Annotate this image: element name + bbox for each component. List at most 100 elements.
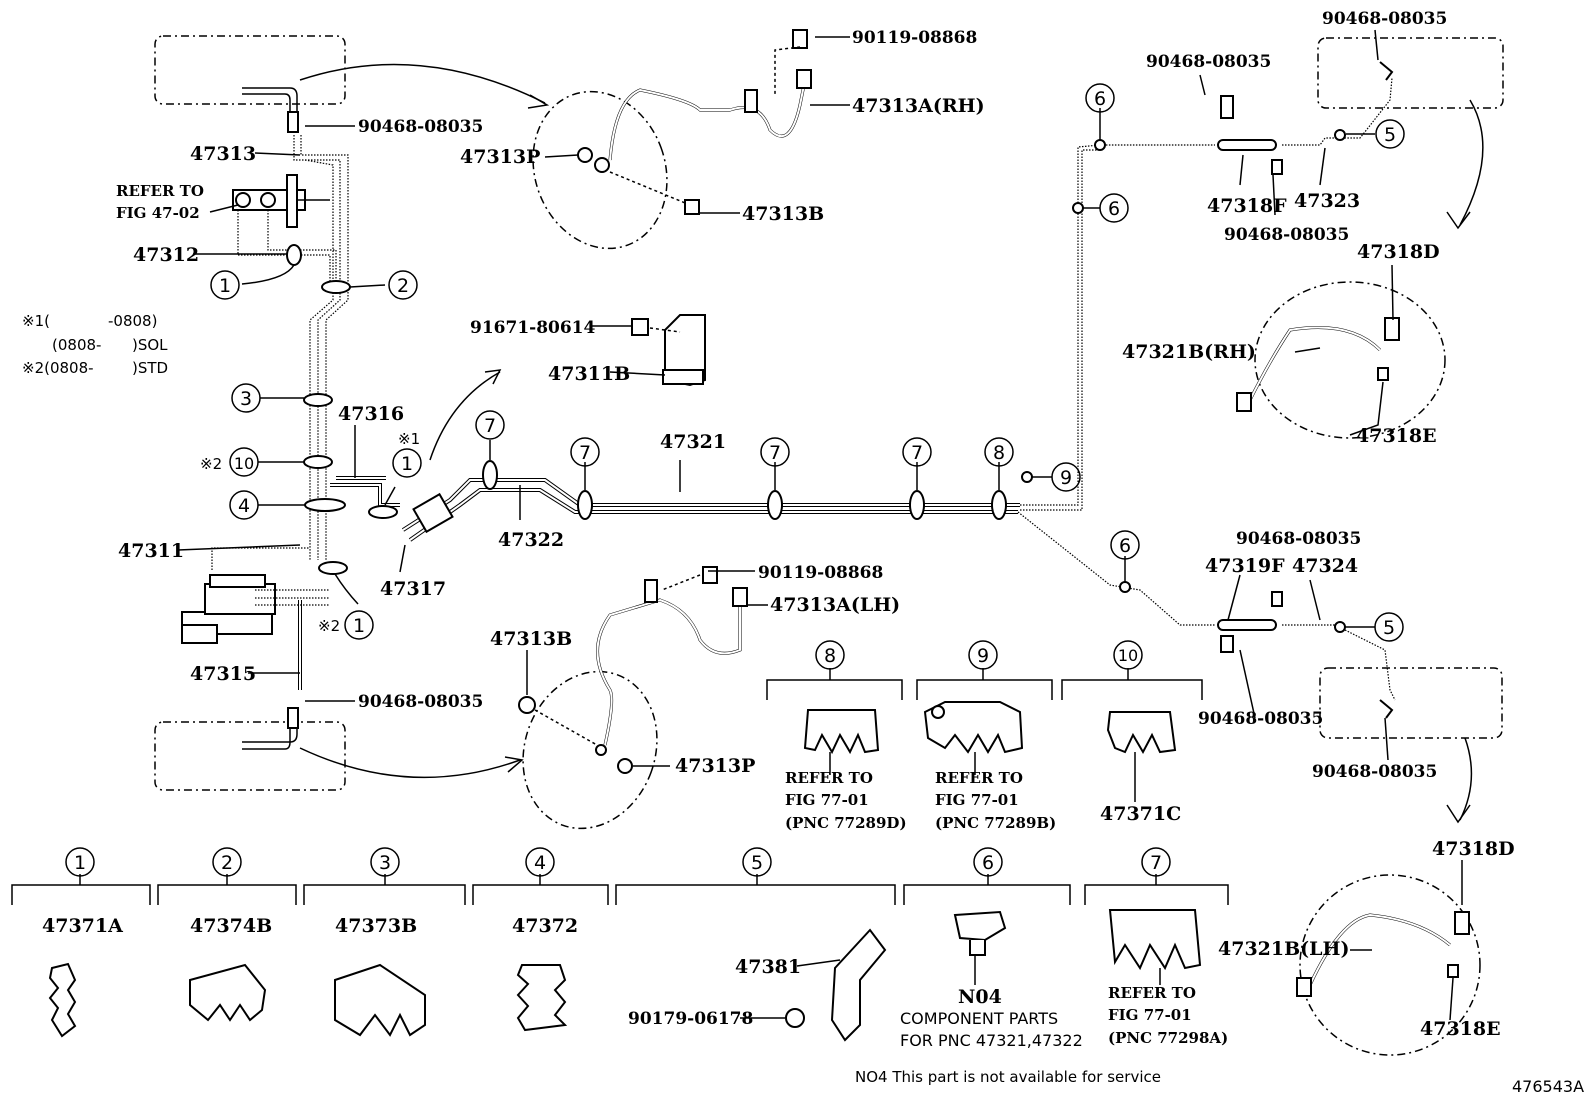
legend-row — [11, 874, 1229, 1042]
group-7-label: 7 — [1150, 852, 1162, 874]
label-90119-mid: 90119-08868 — [758, 563, 883, 583]
refer-77298a-line1: REFER TO — [1108, 984, 1196, 1002]
refer-77298a-line2: FIG 77-01 — [1108, 1006, 1192, 1024]
label-47313a-rh: 47313A(RH) — [852, 95, 985, 117]
front-hose-rh-group — [532, 29, 812, 250]
label-47318e-top: 47318E — [1356, 425, 1437, 447]
label-90468-c: 90468-08035 — [1146, 52, 1271, 72]
refer-77289d-line1: REFER TO — [785, 769, 873, 787]
part-labels: 90119-08868 47313A(RH) 47313P 47313B 904… — [22, 9, 1584, 1096]
label-47316: 47316 — [338, 403, 404, 425]
refer-47-02-line1: REFER TO — [116, 182, 204, 200]
label-47381: 47381 — [735, 956, 801, 978]
label-47318d-top: 47318D — [1357, 241, 1440, 263]
callout-10: 10 — [234, 454, 254, 473]
clip-groups-upper — [766, 668, 1203, 802]
diagram-code: 476543A — [1512, 1077, 1584, 1096]
group-6-label: 6 — [982, 852, 994, 874]
callout-6a: 6 — [1094, 88, 1106, 110]
label-47371a: 47371A — [42, 915, 123, 937]
refer-77289b-line3: (PNC 77289B) — [935, 814, 1056, 832]
callout-6c: 6 — [1119, 535, 1131, 557]
label-47319f: 47319F — [1205, 555, 1285, 577]
label-47374b: 47374B — [190, 915, 272, 937]
footnote: NO4 This part is not available for servi… — [855, 1068, 1161, 1086]
group-2-label: 2 — [221, 852, 233, 874]
label-47323: 47323 — [1294, 190, 1360, 212]
callout-5a: 5 — [1384, 124, 1396, 146]
group-4-label: 4 — [534, 852, 546, 874]
callout-7c: 7 — [769, 442, 781, 464]
refer-47-02-line2: FIG 47-02 — [116, 204, 200, 222]
label-47311: 47311 — [118, 540, 184, 562]
callout-7b: 7 — [579, 442, 591, 464]
label-47318f: 47318F — [1207, 195, 1287, 217]
callout-1b: 1 — [401, 453, 413, 475]
circled-markers: 1 2 3 10 4 1 1 7 7 7 7 8 9 6 6 6 5 5 8 9… — [65, 83, 1405, 877]
note-1-range: -0808) — [108, 312, 157, 330]
note-2-code: )STD — [132, 359, 168, 377]
label-90468-d: 90468-08035 — [1322, 9, 1447, 29]
callout-4: 4 — [238, 495, 250, 517]
label-90468-b: 90468-08035 — [358, 692, 483, 712]
label-90119-top: 90119-08868 — [852, 28, 977, 48]
label-91671: 91671-80614 — [470, 318, 596, 338]
label-90468-a: 90468-08035 — [358, 117, 483, 137]
refer-77289b-line1: REFER TO — [935, 769, 1023, 787]
mark-x1: ※1 — [398, 430, 420, 448]
group-3-label: 3 — [379, 852, 391, 874]
refer-77298a-line3: (PNC 77298A) — [1108, 1029, 1228, 1047]
note-1b-code: )SOL — [132, 336, 168, 354]
label-47313b-bot: 47313B — [490, 628, 572, 650]
callout-3: 3 — [240, 388, 252, 410]
callout-2: 2 — [397, 275, 409, 297]
group-9-label: 9 — [977, 645, 989, 667]
group-5-label: 5 — [751, 852, 763, 874]
front-hose-lh-group — [518, 566, 748, 830]
label-47322: 47322 — [498, 529, 564, 551]
callout-7d: 7 — [911, 442, 923, 464]
upper-right-hose-group — [1217, 37, 1504, 439]
label-47318d-bot: 47318D — [1432, 838, 1515, 860]
label-90468-g: 90468-08035 — [1198, 709, 1323, 729]
mark-x2b: ※2 — [318, 617, 340, 635]
label-47312: 47312 — [133, 244, 199, 266]
callout-8: 8 — [993, 442, 1005, 464]
label-47311b: 47311B — [548, 363, 630, 385]
main-tube-run — [401, 139, 1215, 626]
note-1b-range: (0808- — [52, 336, 101, 354]
label-47324: 47324 — [1292, 555, 1358, 577]
callout-7a: 7 — [484, 415, 496, 437]
callout-6b: 6 — [1108, 198, 1120, 220]
mark-x2a: ※2 — [200, 455, 222, 473]
label-47315: 47315 — [190, 663, 256, 685]
n04-desc-line1: COMPONENT PARTS — [900, 1009, 1058, 1028]
label-47318e-bot: 47318E — [1420, 1018, 1501, 1040]
bracket-47311b — [631, 314, 706, 387]
group-1-label: 1 — [74, 852, 86, 874]
label-47321: 47321 — [660, 431, 726, 453]
label-47321b-lh: 47321B(LH) — [1218, 938, 1349, 960]
leader-lines — [177, 29, 1463, 1021]
label-47373b: 47373B — [335, 915, 417, 937]
callout-9: 9 — [1060, 467, 1072, 489]
note-2-label: ※2(0808- — [22, 359, 94, 377]
label-90468-h: 90468-08035 — [1312, 762, 1437, 782]
label-47321b-rh: 47321B(RH) — [1122, 341, 1256, 363]
group-10-label: 10 — [1118, 646, 1138, 665]
refer-77289d-line3: (PNC 77289D) — [785, 814, 907, 832]
callout-1: 1 — [219, 275, 231, 297]
label-47313: 47313 — [190, 143, 256, 165]
callout-5b: 5 — [1383, 617, 1395, 639]
callout-1c: 1 — [353, 615, 365, 637]
refer-77289b-line2: FIG 77-01 — [935, 791, 1019, 809]
label-47371c: 47371C — [1100, 803, 1181, 825]
label-n04: N04 — [958, 986, 1002, 1008]
label-47313p-top: 47313P — [460, 146, 540, 168]
label-47317: 47317 — [380, 578, 446, 600]
label-90468-f: 90468-08035 — [1236, 529, 1361, 549]
lower-right-hose-group — [1217, 591, 1503, 1056]
label-47313p-bot: 47313P — [675, 755, 755, 777]
label-90179: 90179-06178 — [628, 1009, 753, 1029]
